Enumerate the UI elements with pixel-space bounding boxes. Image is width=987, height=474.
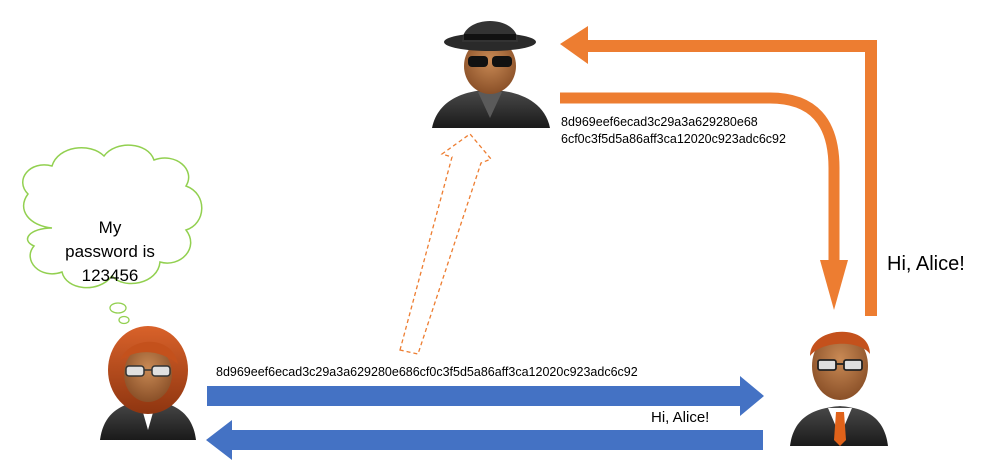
thought-cloud-icon [22, 144, 203, 325]
thought-line-2: password is [65, 242, 155, 261]
hacker-hash-line-2: 6cf0c3f5d5a86aff3ca12020c923adc6c92 [561, 132, 786, 146]
orange-forward-arrow [560, 92, 848, 310]
hacker-hash-line-1: 8d969eef6ecad3c29a3a629280e68 [561, 115, 758, 129]
spy-hacker-icon [432, 21, 550, 128]
reply-message-label: Hi, Alice! [651, 409, 710, 426]
thought-line-3: 123456 [81, 266, 139, 285]
reply-blue-arrow [206, 420, 763, 460]
intercept-dashed-arrow [399, 133, 493, 355]
forward-blue-arrow [207, 376, 764, 416]
thought-line-1: My [98, 218, 122, 237]
woman-user-icon [100, 326, 196, 440]
forward-message-label: 8d969eef6ecad3c29a3a629280e686cf0c3f5d5a… [216, 365, 638, 379]
man-user-icon [790, 331, 888, 446]
side-reply-label: Hi, Alice! [887, 253, 965, 275]
